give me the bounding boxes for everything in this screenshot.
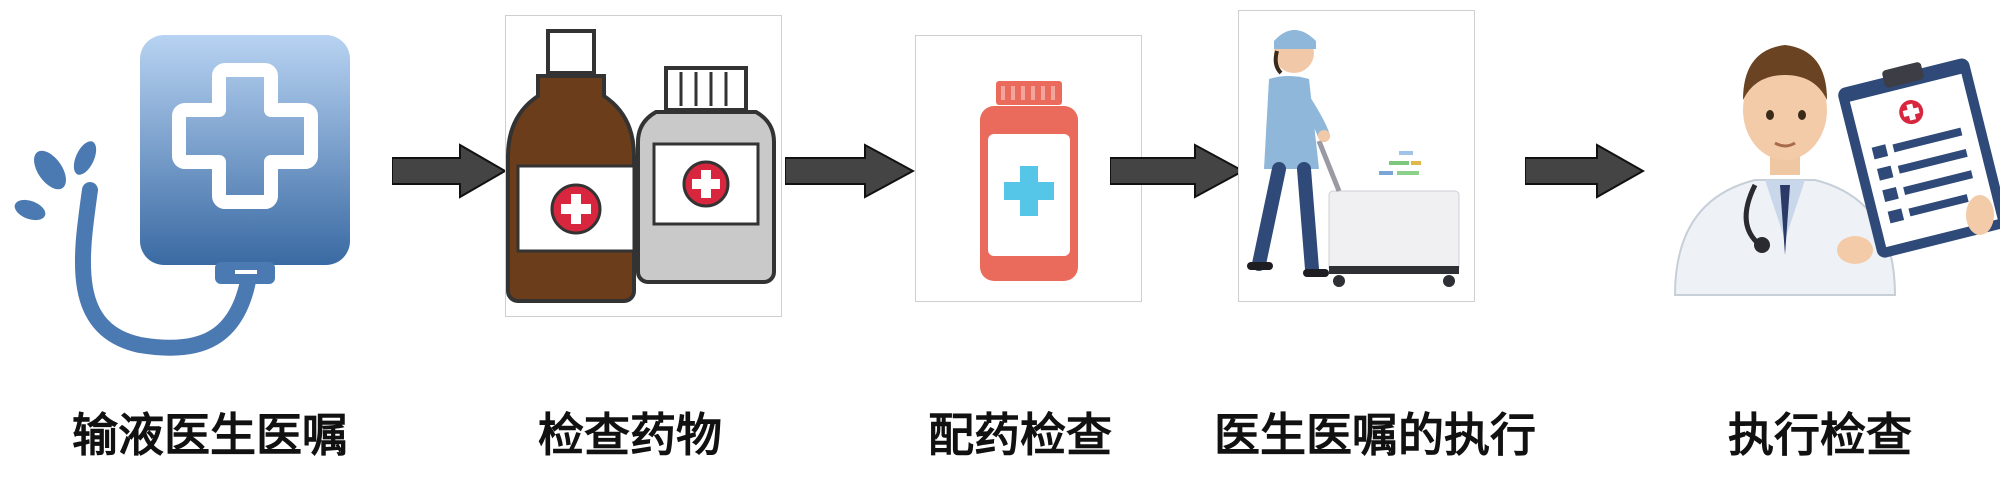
arrow-right-icon: [785, 143, 915, 199]
nurse-cart-icon: [1247, 30, 1460, 287]
step-label: 医生医嘱的执行: [1214, 408, 1536, 462]
arrow-right-icon: [1110, 143, 1245, 199]
pill-bottle-frame: [915, 35, 1142, 302]
step-label: 检查药物: [538, 408, 722, 462]
step-label: 配药检查: [928, 408, 1112, 462]
nurse-frame: [1238, 10, 1475, 302]
step-label: 执行检查: [1728, 408, 1912, 462]
iv-bag-icon: [14, 35, 350, 356]
medicine-bottles-icon: [506, 29, 776, 303]
step-label: 输液医生医嘱: [72, 408, 348, 462]
arrow-right-icon: [1525, 143, 1645, 199]
arrow-right-icon: [392, 143, 507, 199]
medicine-frame: [505, 15, 782, 317]
pill-bottle-icon: [980, 81, 1078, 281]
doctor-clipboard-icon: [1673, 45, 2000, 296]
